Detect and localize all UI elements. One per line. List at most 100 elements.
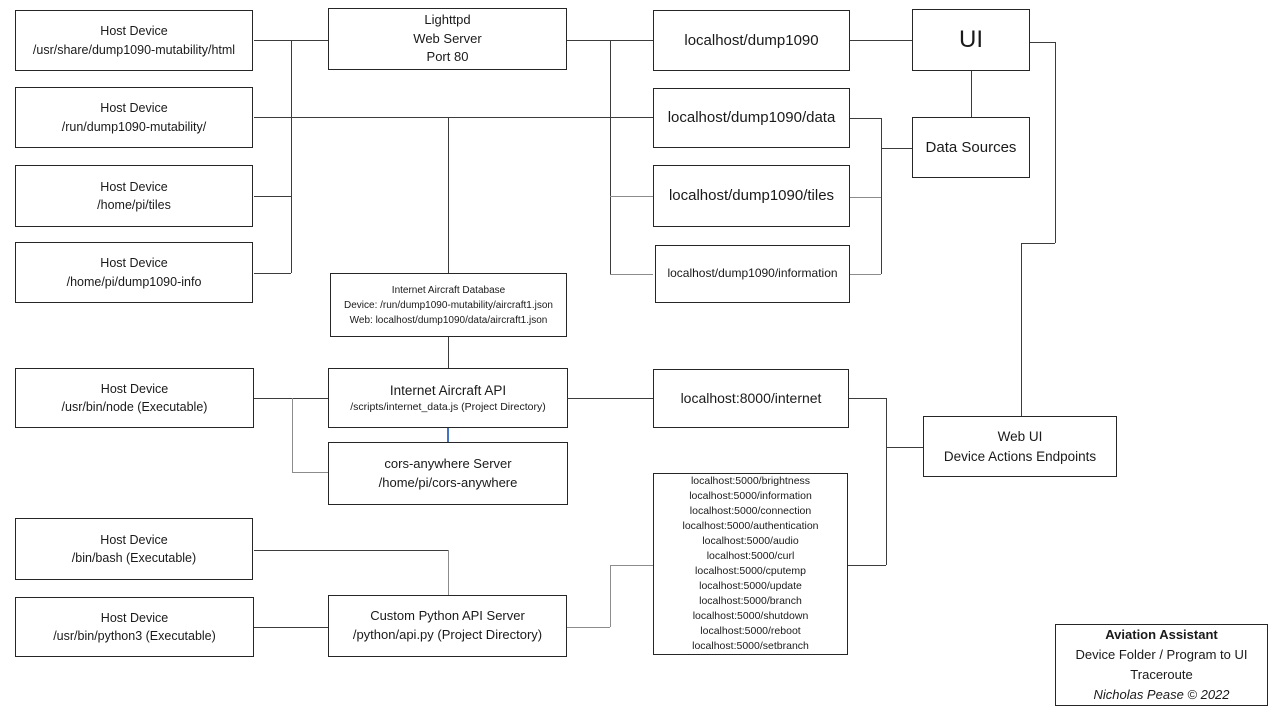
connector-bus-webui: [886, 447, 923, 448]
credit-subtitle: Device Folder / Program to UI: [1075, 646, 1248, 662]
endpoint-url: localhost:5000/brightness: [690, 475, 811, 487]
endpoint-url: localhost:5000/update: [699, 580, 802, 592]
node-title: cors-anywhere Server: [384, 455, 512, 471]
connector-host-run-data: [254, 117, 653, 118]
connector-dump1090-ui: [850, 40, 912, 41]
credit-box: Aviation Assistant Device Folder / Progr…: [1055, 624, 1268, 706]
node-port: Port 80: [426, 49, 469, 65]
connector-data-bus-stub: [850, 118, 881, 119]
node-host-device-run: Host Device /run/dump1090-mutability/: [15, 87, 253, 148]
node-title: Host Device: [100, 610, 169, 625]
node-host-device-tiles: Host Device /home/pi/tiles: [15, 165, 253, 227]
node-path: /home/pi/dump1090-info: [66, 274, 202, 289]
node-title: Web UI: [997, 428, 1043, 444]
node-host-device-node: Host Device /usr/bin/node (Executable): [15, 368, 254, 428]
node-ui-label: UI: [959, 25, 983, 53]
connector-run-database: [448, 117, 449, 273]
node-path: /run/dump1090-mutability/: [61, 119, 207, 134]
node-port5000-endpoints: localhost:5000/brightness localhost:5000…: [653, 473, 848, 655]
node-url-label: localhost/dump1090/tiles: [668, 187, 835, 205]
node-url-8000-internet: localhost:8000/internet: [653, 369, 849, 428]
connector-tiles-bus-stub: [850, 197, 881, 198]
node-host-device-info: Host Device /home/pi/dump1090-info: [15, 242, 253, 303]
endpoint-url: localhost:5000/audio: [702, 535, 799, 547]
node-path: /bin/bash (Executable): [71, 551, 197, 565]
credit-title: Aviation Assistant: [1105, 626, 1218, 642]
node-url-dump1090: localhost/dump1090: [653, 10, 850, 71]
connector-python3-server: [254, 627, 328, 628]
connector-bus-tiles: [610, 196, 653, 197]
node-title: Host Device: [100, 24, 168, 39]
connector-ui-datasources: [971, 71, 972, 117]
endpoint-url: localhost:5000/connection: [689, 505, 812, 517]
endpoint-url: localhost:5000/reboot: [700, 625, 801, 637]
connector-host-tiles-stub: [254, 196, 291, 197]
connector-webui-bus: [886, 398, 887, 565]
node-path: /usr/bin/node (Executable): [61, 400, 208, 414]
node-path: /home/pi/cors-anywhere: [378, 474, 518, 490]
connector-ui-right-stub: [1030, 42, 1055, 43]
connector-database-api: [448, 337, 449, 368]
connector-ui-down-1: [1055, 42, 1056, 243]
node-url-dump1090-information: localhost/dump1090/information: [655, 245, 850, 303]
node-custom-python-api-server: Custom Python API Server /python/api.py …: [328, 595, 567, 657]
credit-author: Nicholas Pease © 2022: [1093, 687, 1230, 703]
connector-internet-bus: [849, 398, 886, 399]
connector-bash-python-server: [254, 550, 448, 551]
node-internet-aircraft-api: Internet Aircraft API /scripts/internet_…: [328, 368, 568, 428]
connector-datasources-bus: [881, 118, 882, 274]
node-cors-anywhere-server: cors-anywhere Server /home/pi/cors-anywh…: [328, 442, 568, 505]
endpoint-url: localhost:5000/authentication: [682, 520, 819, 532]
node-title: Lighttpd: [424, 11, 471, 27]
connector-node-api: [254, 398, 328, 399]
connector-information-bus-stub: [850, 274, 881, 275]
node-title: Host Device: [100, 179, 168, 194]
node-url-label: localhost/dump1090: [684, 31, 819, 49]
node-web-ui-device-actions: Web UI Device Actions Endpoints: [923, 416, 1117, 477]
node-subtitle: Web Server: [413, 30, 482, 46]
endpoint-url: localhost:5000/information: [689, 490, 812, 502]
connector-ui-jog: [1021, 243, 1055, 244]
connector-lighttpd-bus: [610, 40, 611, 274]
node-web-path: Web: localhost/dump1090/data/aircraft1.j…: [349, 314, 548, 326]
node-path: /usr/bin/python3 (Executable): [53, 629, 216, 643]
connector-left-host-bus: [291, 40, 292, 273]
endpoint-url: localhost:5000/curl: [706, 550, 795, 562]
node-data-sources: Data Sources: [912, 117, 1030, 178]
node-path: /home/pi/tiles: [97, 198, 171, 212]
node-path: /usr/share/dump1090-mutability/html: [32, 42, 236, 57]
endpoint-url: localhost:5000/branch: [699, 595, 802, 607]
node-title: Host Device: [100, 532, 168, 547]
node-url-label: localhost:8000/internet: [680, 390, 822, 407]
connector-ui-down-2: [1021, 243, 1022, 416]
connector-api-cors-blue: [447, 428, 449, 442]
connector-node-cors-vertical: [292, 398, 293, 473]
node-data-sources-label: Data Sources: [925, 138, 1017, 156]
connector-bus-information: [610, 274, 653, 275]
node-title: Host Device: [100, 101, 168, 116]
connector-bash-python-vertical: [448, 550, 449, 595]
connector-bus-datasources: [881, 148, 912, 149]
node-host-device-html: Host Device /usr/share/dump1090-mutabili…: [15, 10, 253, 71]
endpoint-url: localhost:5000/shutdown: [692, 610, 809, 622]
node-path: /scripts/internet_data.js (Project Direc…: [350, 401, 546, 414]
node-title: Host Device: [100, 381, 169, 396]
node-host-device-python3: Host Device /usr/bin/python3 (Executable…: [15, 597, 254, 657]
node-title: Internet Aircraft Database: [391, 284, 506, 296]
node-internet-aircraft-database: Internet Aircraft Database Device: /run/…: [330, 273, 567, 337]
connector-api-internet: [567, 398, 653, 399]
node-path: /python/api.py (Project Directory): [352, 627, 543, 642]
node-url-label: localhost/dump1090/information: [667, 266, 838, 281]
node-ui: UI: [912, 9, 1030, 71]
endpoint-url: localhost:5000/cputemp: [695, 565, 806, 577]
node-title: Internet Aircraft API: [389, 382, 507, 398]
endpoint-url: localhost:5000/setbranch: [692, 640, 809, 652]
connector-server-right-stub: [567, 627, 610, 628]
node-url-dump1090-data: localhost/dump1090/data: [653, 88, 850, 148]
node-title: Host Device: [100, 256, 168, 271]
connector-host-info-stub: [254, 273, 291, 274]
node-device-path: Device: /run/dump1090-mutability/aircraf…: [344, 299, 553, 311]
node-lighttpd-web-server: Lighttpd Web Server Port 80: [328, 8, 567, 70]
node-url-label: localhost/dump1090/data: [667, 109, 836, 127]
